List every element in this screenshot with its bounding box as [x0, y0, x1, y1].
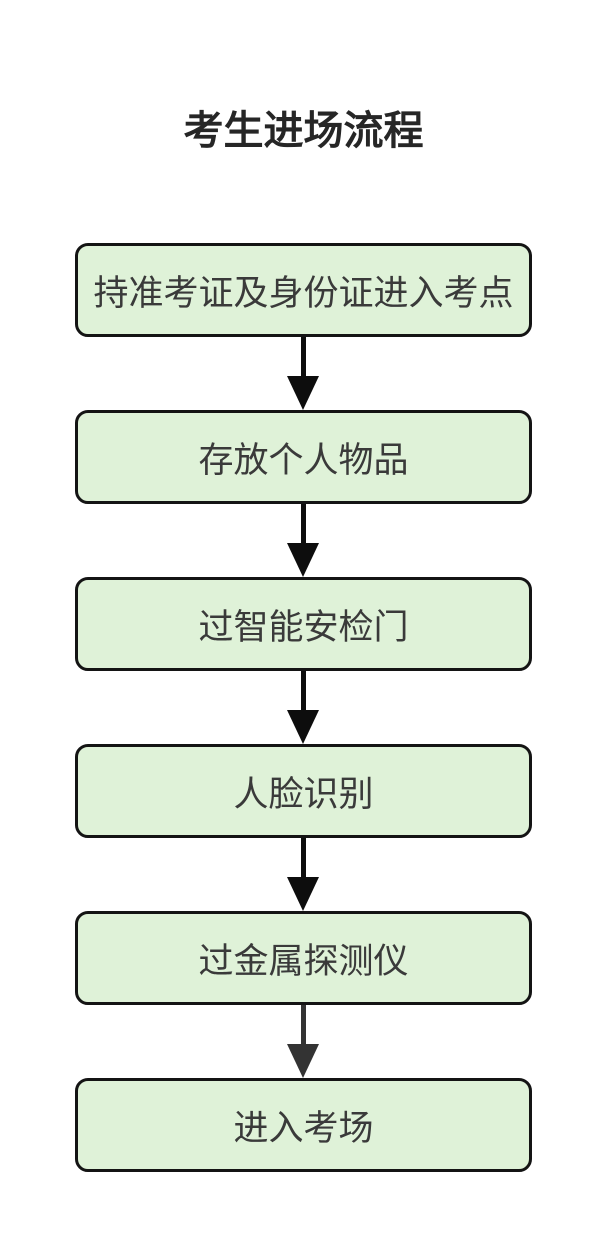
flow-step-label: 过金属探测仪	[198, 941, 409, 981]
arrow-shaft	[301, 838, 306, 878]
arrow-shaft	[301, 671, 306, 711]
arrow-shaft	[301, 337, 306, 377]
arrow-head-icon	[287, 877, 319, 911]
flow-step-label: 过智能安检门	[198, 607, 409, 647]
down-arrow	[0, 504, 607, 577]
flow-step-label: 进入考场	[233, 1108, 374, 1148]
down-arrow	[0, 671, 607, 744]
flow-step-box-metal-detector: 过金属探测仪	[75, 911, 532, 1005]
arrow-head-icon	[287, 376, 319, 410]
arrow-shaft	[301, 1005, 306, 1045]
flow-step-label: 人脸识别	[233, 774, 374, 814]
arrow-head-icon	[287, 1044, 319, 1078]
down-arrow	[0, 1005, 607, 1078]
flow-step-label: 持准考证及身份证进入考点	[93, 273, 514, 313]
flow-step-box-enter-site: 持准考证及身份证进入考点	[75, 243, 532, 337]
down-arrow	[0, 337, 607, 410]
flow-step-box-security-gate: 过智能安检门	[75, 577, 532, 671]
down-arrow	[0, 838, 607, 911]
arrow-shaft	[301, 504, 306, 544]
flowchart-title: 考生进场流程	[183, 109, 424, 153]
arrow-head-icon	[287, 710, 319, 744]
arrow-head-icon	[287, 543, 319, 577]
flow-step-box-face-recognition: 人脸识别	[75, 744, 532, 838]
flow-step-box-store-items: 存放个人物品	[75, 410, 532, 504]
flow-step-box-enter-room: 进入考场	[75, 1078, 532, 1172]
flow-step-label: 存放个人物品	[198, 440, 409, 480]
